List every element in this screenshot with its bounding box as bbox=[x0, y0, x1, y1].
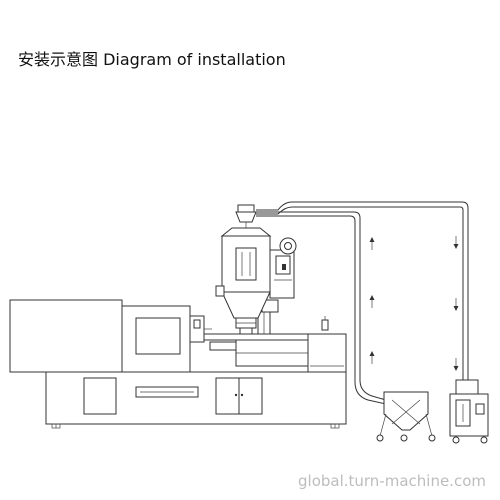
up-arrow-icon bbox=[369, 237, 375, 250]
down-arrow-icon bbox=[453, 358, 459, 371]
up-arrow-icon bbox=[369, 351, 375, 364]
material-bin bbox=[376, 391, 436, 442]
watermark: global.turn-machine.com bbox=[298, 472, 486, 490]
conveying-pipe bbox=[256, 201, 469, 405]
clamping-unit bbox=[9, 299, 123, 373]
vacuum-loader bbox=[449, 379, 489, 444]
injection-rail bbox=[203, 333, 309, 341]
down-arrow-icon bbox=[453, 298, 459, 311]
sight-window bbox=[235, 247, 257, 281]
dryer-lid bbox=[220, 227, 272, 237]
hopper-dryer bbox=[215, 204, 297, 335]
up-arrow-icon bbox=[369, 295, 375, 308]
flow-arrows bbox=[369, 236, 459, 371]
vacuum-receiver bbox=[235, 211, 257, 223]
down-arrow-icon bbox=[453, 236, 459, 249]
nozzle bbox=[209, 341, 237, 351]
mold-window bbox=[135, 317, 181, 355]
injection-molding-machine bbox=[9, 299, 347, 429]
base-door-left bbox=[83, 377, 117, 415]
dryer-cone bbox=[221, 291, 271, 319]
diagram-title: 安装示意图 Diagram of installation bbox=[18, 50, 286, 69]
